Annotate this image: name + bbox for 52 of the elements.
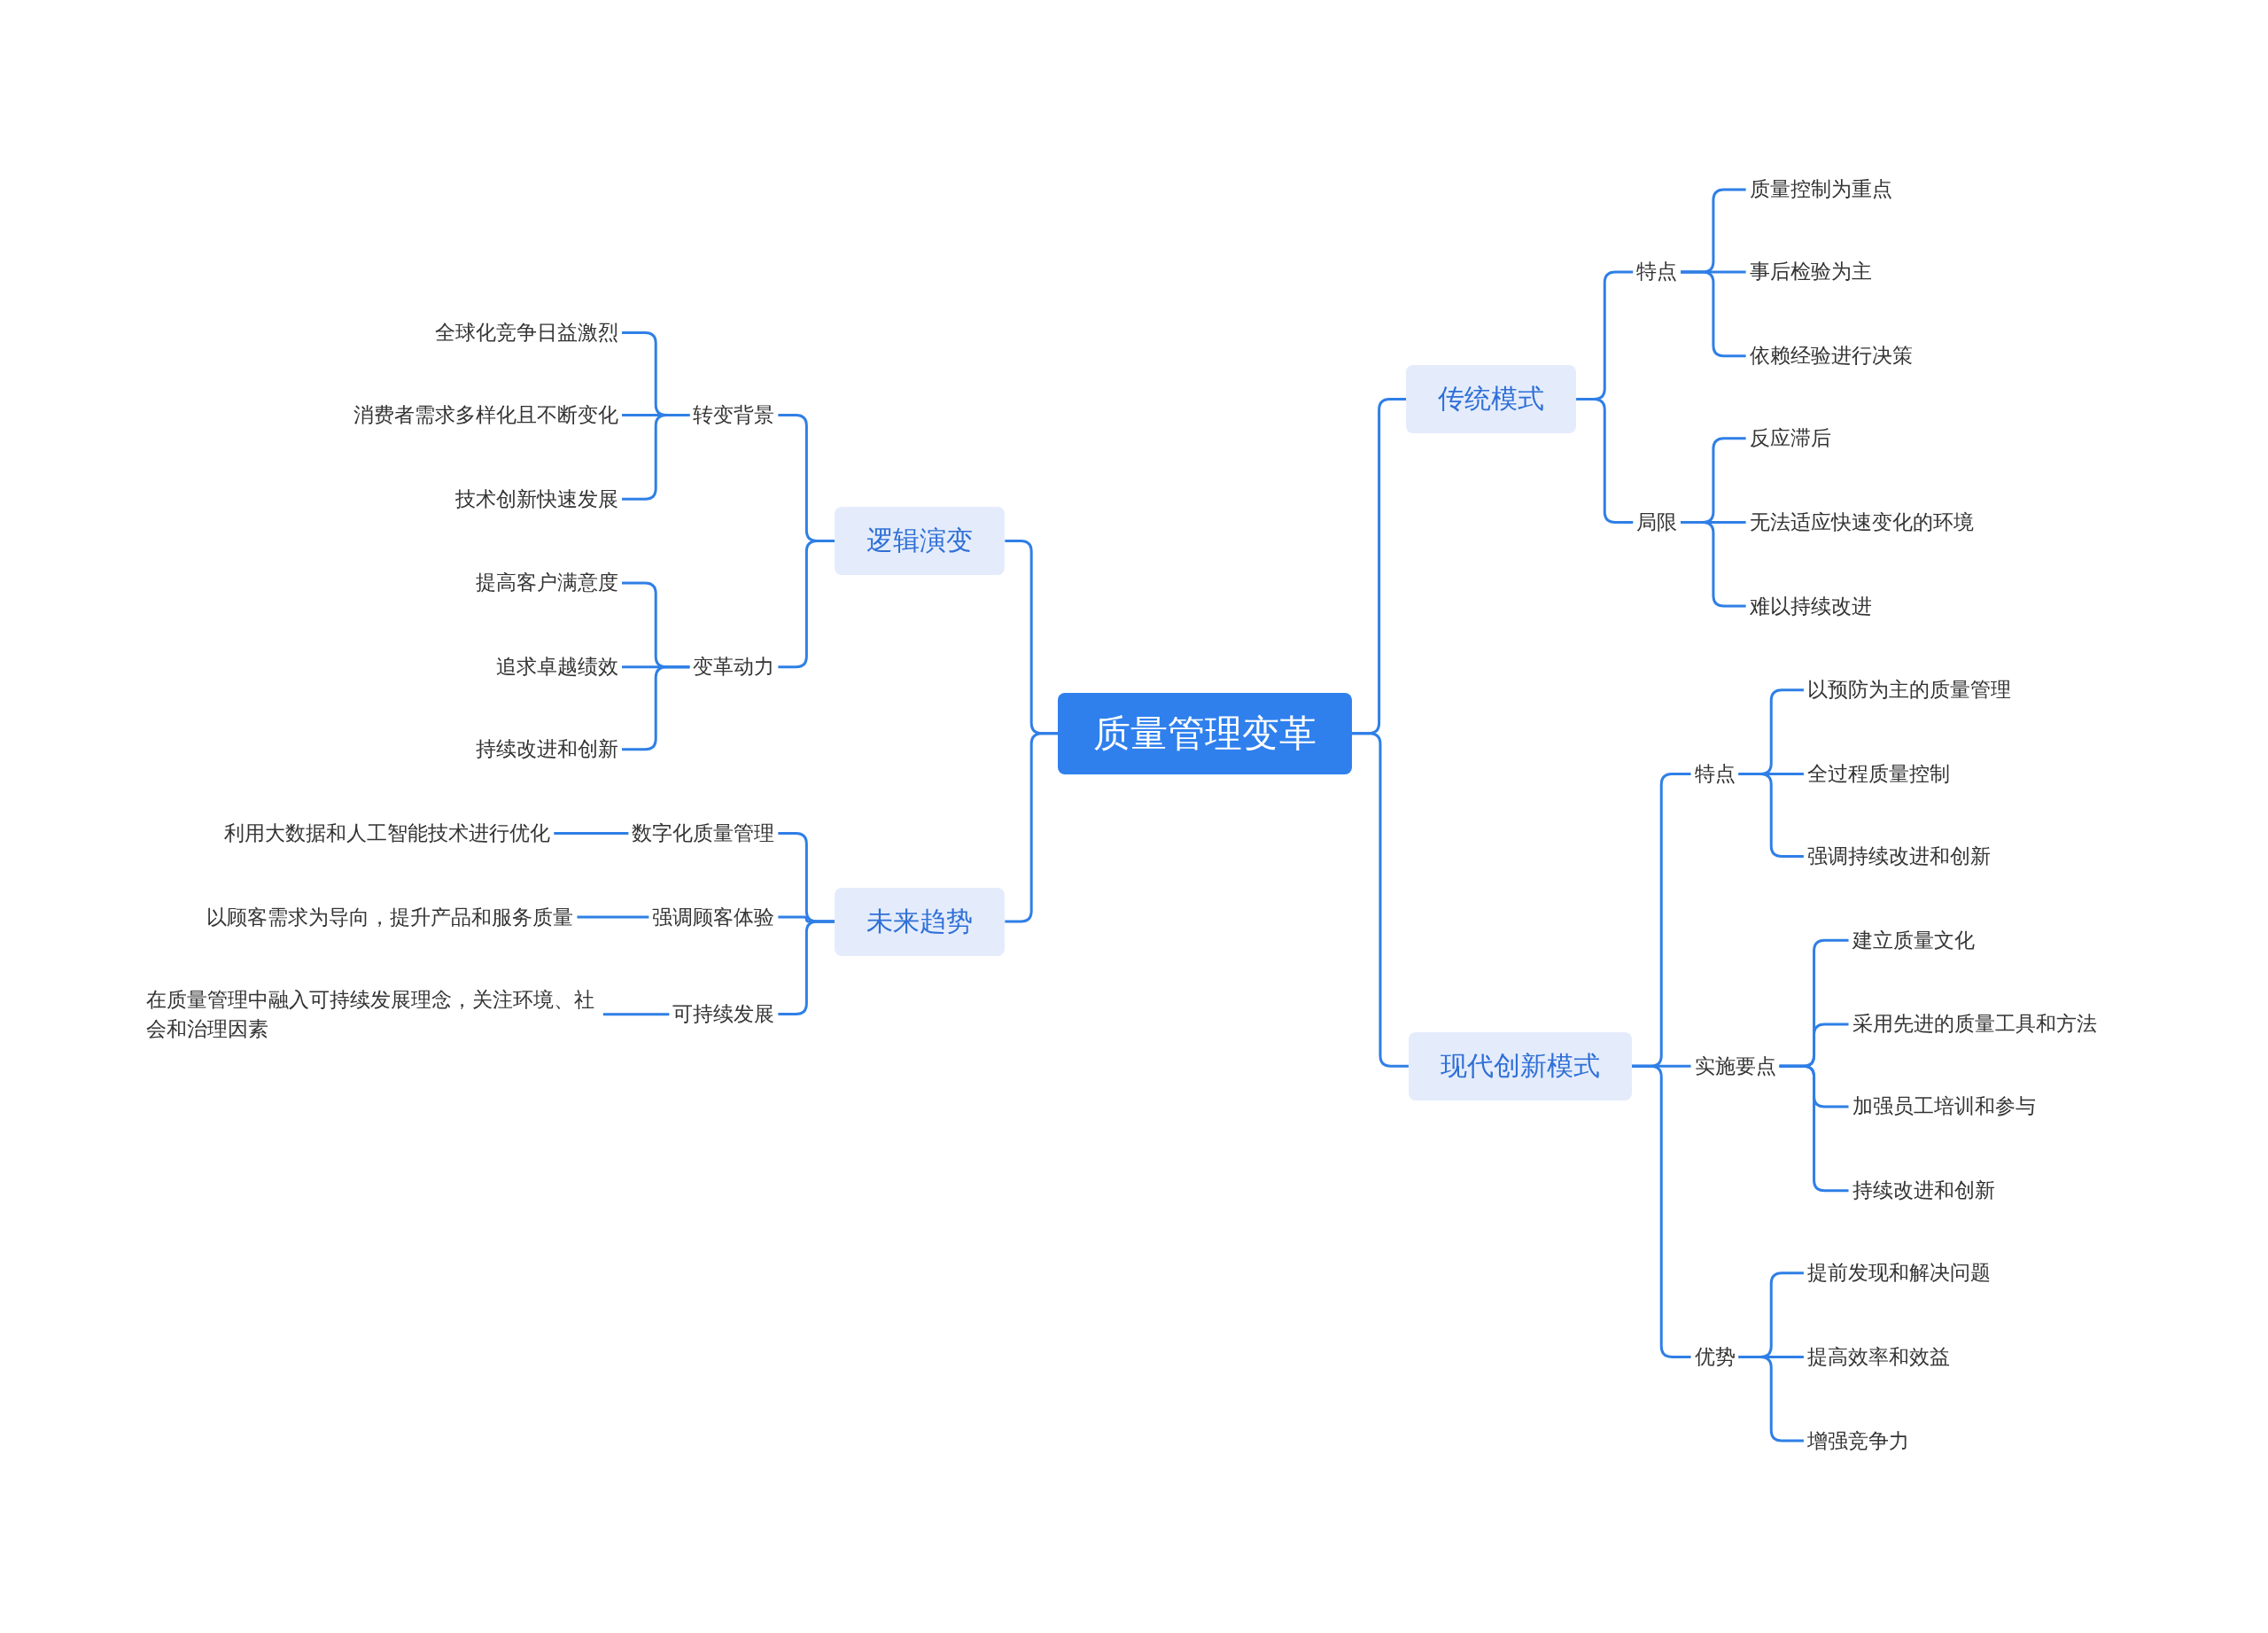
connector-line	[622, 414, 690, 501]
subtopic-text: 优势	[1690, 1337, 1739, 1376]
subtopic-text: 追求卓越绩效	[493, 648, 623, 687]
subtopic-text: 反应滞后	[1745, 419, 1835, 458]
subtopic-text: 建立质量文化	[1848, 921, 1978, 960]
subtopic-text: 实施要点	[1690, 1046, 1780, 1085]
connector-line	[1576, 398, 1634, 524]
subtopic-text: 质量控制为重点	[1745, 170, 1896, 209]
subtopic-text: 转变背景	[689, 396, 779, 435]
subtopic-text: 特点	[1633, 253, 1682, 292]
subtopic-text: 采用先进的质量工具和方法	[1848, 1005, 2101, 1044]
subtopic-text: 数字化质量管理	[628, 813, 779, 852]
subtopic-text: 增强竞争力	[1803, 1421, 1913, 1460]
subtopic-text: 消费者需求多样化且不断变化	[350, 396, 623, 435]
connector-line	[1738, 772, 1804, 858]
subtopic-text: 难以持续改进	[1745, 587, 1876, 626]
subtopic-text: 依赖经验进行决策	[1745, 337, 1916, 376]
central-topic-box: 质量管理变革	[1058, 692, 1352, 774]
subtopic-text: 加强员工培训和参与	[1848, 1087, 2039, 1126]
subtopic-text: 全球化竞争日益激烈	[431, 314, 623, 352]
topic-box: 现代创新模式	[1408, 1031, 1632, 1100]
connector-line	[602, 1013, 670, 1016]
connector-line	[622, 665, 690, 751]
connector-line	[1738, 1355, 1804, 1442]
connector-line	[554, 831, 629, 835]
topic-box: 传统模式	[1406, 365, 1577, 434]
connector-line	[1631, 1064, 1691, 1358]
subtopic-text: 提高效率和效益	[1803, 1337, 1953, 1376]
subtopic-text: 变革动力	[689, 648, 779, 687]
subtopic-text: 局限	[1633, 502, 1682, 541]
subtopic-text: 技术创新快速发展	[452, 479, 623, 518]
subtopic-text: 可持续发展	[669, 995, 779, 1033]
subtopic-text: 强调持续改进和创新	[1803, 837, 1994, 875]
subtopic-text: 提前发现和解决问题	[1803, 1254, 1994, 1293]
connector-line	[1681, 520, 1746, 608]
subtopic-text: 强调顾客体验	[649, 898, 779, 937]
subtopic-text: 在质量管理中融入可持续发展理念，关注环境、社会和治理因素	[142, 980, 603, 1048]
subtopic-text: 持续改进和创新	[472, 730, 623, 769]
subtopic-text: 特点	[1690, 754, 1739, 793]
topic-box: 未来趋势	[835, 887, 1006, 956]
subtopic-text: 提高客户满意度	[472, 564, 623, 603]
subtopic-text: 以预防为主的质量管理	[1803, 671, 2015, 710]
subtopic-text: 无法适应快速变化的环境	[1745, 502, 1977, 541]
subtopic-text: 事后检验为主	[1745, 253, 1876, 292]
topic-box: 逻辑演变	[835, 507, 1006, 576]
connector-line	[1779, 1064, 1849, 1193]
connector-line	[1681, 270, 1746, 358]
connector-line	[577, 915, 649, 919]
subtopic-text: 利用大数据和人工智能技术进行优化	[221, 813, 555, 852]
subtopic-text: 以顾客需求为导向，提升产品和服务质量	[203, 898, 578, 937]
subtopic-text: 全过程质量控制	[1803, 754, 1953, 793]
subtopic-text: 持续改进和创新	[1848, 1171, 1999, 1210]
